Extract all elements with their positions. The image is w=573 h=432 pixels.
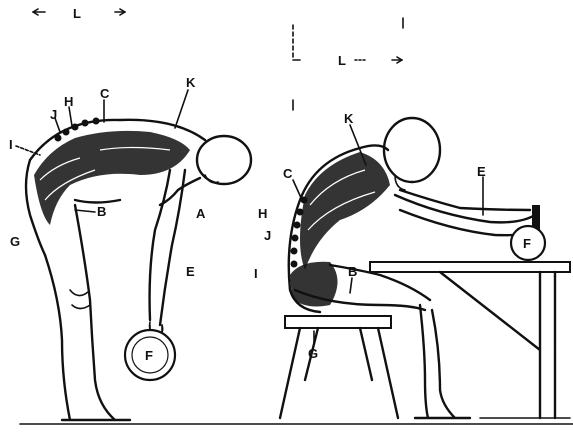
left-legs (45, 205, 130, 420)
left-label-G: G (10, 234, 20, 249)
right-label-G: G (308, 346, 318, 361)
left-back-muscle-shading (34, 131, 190, 225)
left-label-I: I (9, 137, 13, 152)
left-label-A: A (196, 206, 206, 221)
right-figure-seated: F (280, 18, 570, 418)
stool (280, 316, 398, 418)
left-label-H: H (64, 94, 73, 109)
right-label-K: K (344, 111, 354, 126)
right-lower-legs (415, 305, 470, 418)
right-label-L: L (338, 53, 346, 68)
right-label-I: I (254, 266, 258, 281)
left-label-C: C (100, 86, 110, 101)
left-figure-bending: F (16, 9, 251, 420)
right-back-muscle-shading (300, 152, 390, 270)
right-label-B: B (348, 264, 357, 279)
right-label-J: J (264, 228, 271, 243)
right-label-E: E (477, 164, 486, 179)
left-arm (150, 170, 185, 325)
left-label-F: F (145, 348, 153, 363)
left-label-K: K (186, 75, 196, 90)
left-label-B: B (97, 204, 106, 219)
right-label-C: C (283, 166, 293, 181)
right-length-arrows (293, 18, 403, 110)
left-weight: F (125, 325, 175, 380)
right-arm (395, 195, 535, 235)
left-label-E: E (186, 264, 195, 279)
left-label-L: L (73, 6, 81, 21)
right-label-H: H (258, 206, 267, 221)
left-label-J: J (50, 107, 57, 122)
right-label-F: F (523, 236, 531, 251)
right-weight: F (511, 205, 545, 260)
table (370, 262, 570, 418)
right-head (384, 118, 440, 182)
